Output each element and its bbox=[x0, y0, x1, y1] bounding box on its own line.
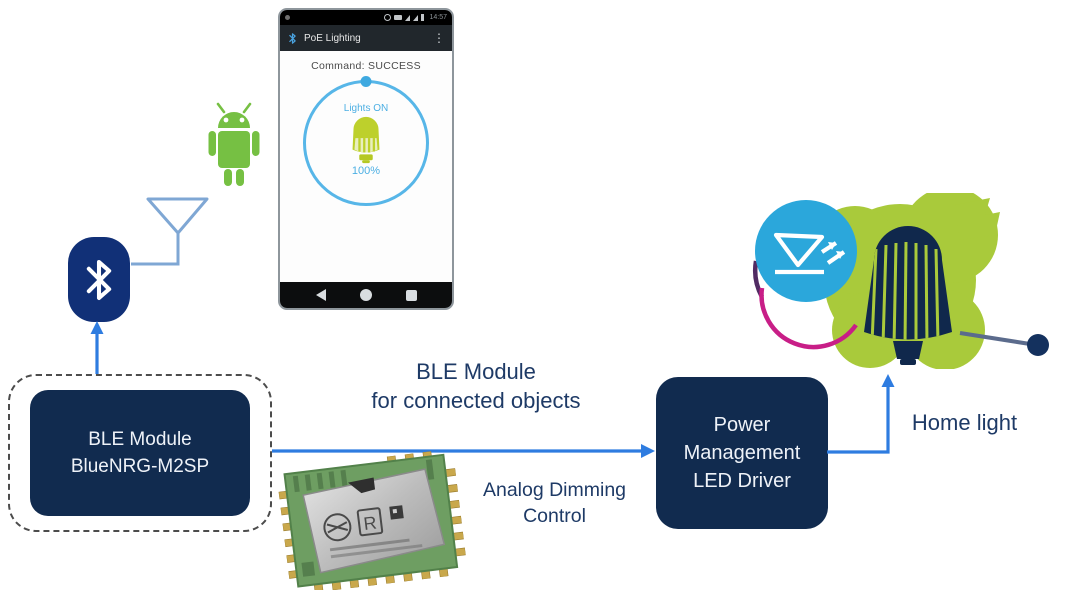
arrow-power-to-homelight bbox=[827, 374, 895, 454]
alarm-icon bbox=[384, 14, 392, 21]
blenrg-chip-photo: R bbox=[276, 449, 468, 590]
power-line3: LED Driver bbox=[693, 470, 791, 492]
ble-box-line1: BLE Module bbox=[88, 429, 192, 450]
android-nav-bar bbox=[280, 282, 452, 308]
arrow-ble-to-power bbox=[272, 444, 655, 458]
app-bluetooth-icon bbox=[289, 32, 296, 44]
center-label-line1: BLE Module bbox=[416, 359, 536, 384]
app-screen: Command: SUCCESS Lights ON 100% bbox=[280, 51, 452, 282]
dimming-line1: Analog Dimming bbox=[482, 479, 627, 501]
app-bar: PoE Lighting ⋮ bbox=[280, 25, 452, 51]
chip-marking-r: R bbox=[362, 513, 377, 534]
lights-state-text: Lights ON bbox=[343, 103, 389, 114]
bluetooth-icon bbox=[86, 259, 112, 300]
power-management-box: Power Management LED Driver bbox=[656, 377, 828, 529]
command-status-text: Command: SUCCESS bbox=[311, 60, 421, 72]
app-bulb-icon bbox=[352, 116, 380, 164]
notification-dot-icon bbox=[285, 15, 290, 20]
app-title: PoE Lighting bbox=[304, 32, 361, 44]
signal-icon bbox=[405, 14, 411, 21]
center-label-line2: for connected objects bbox=[371, 388, 581, 413]
ring-handle[interactable] bbox=[360, 76, 372, 87]
status-icons: 14:57 bbox=[384, 14, 447, 21]
dimming-line2: Control bbox=[523, 505, 586, 527]
brightness-ring[interactable]: Lights ON 100% bbox=[303, 76, 429, 206]
nav-home-icon[interactable] bbox=[359, 289, 372, 301]
battery-icon bbox=[394, 15, 403, 20]
home-light-illustration bbox=[753, 193, 1049, 369]
arrow-ble-to-bluetooth bbox=[90, 321, 104, 374]
cord-node-icon bbox=[1027, 334, 1049, 356]
smartphone-mockup: 14:57 PoE Lighting ⋮ Command: SUCCESS Li… bbox=[278, 8, 454, 310]
antenna-icon bbox=[131, 197, 209, 266]
overflow-menu-icon[interactable]: ⋮ bbox=[433, 31, 445, 45]
home-bulb-icon bbox=[864, 226, 952, 365]
ble-box-line2: BlueNRG-M2SP bbox=[70, 456, 210, 477]
nav-back-icon[interactable] bbox=[315, 289, 326, 301]
brightness-percent: 100% bbox=[351, 165, 381, 177]
magenta-arc bbox=[759, 287, 858, 350]
phone-status-bar: 14:57 bbox=[280, 10, 452, 25]
analog-dimming-label: Analog Dimming Control bbox=[452, 477, 657, 529]
battery-bar-icon bbox=[421, 14, 425, 21]
status-clock: 14:57 bbox=[429, 14, 447, 21]
led-symbol-circle bbox=[755, 200, 857, 302]
ble-center-label: BLE Module for connected objects bbox=[336, 357, 616, 415]
wifi-icon bbox=[413, 14, 419, 21]
cord-line bbox=[959, 331, 1031, 346]
power-line2: Management bbox=[683, 442, 801, 464]
led-diode-icon bbox=[773, 232, 846, 275]
power-line1: Power bbox=[713, 414, 771, 436]
bluetooth-badge bbox=[68, 237, 130, 322]
ble-module-box: BLE Module BlueNRG-M2SP bbox=[30, 390, 250, 516]
android-robot-icon bbox=[208, 102, 260, 186]
home-light-label: Home light bbox=[911, 410, 1018, 435]
nav-recents-icon[interactable] bbox=[405, 289, 417, 301]
